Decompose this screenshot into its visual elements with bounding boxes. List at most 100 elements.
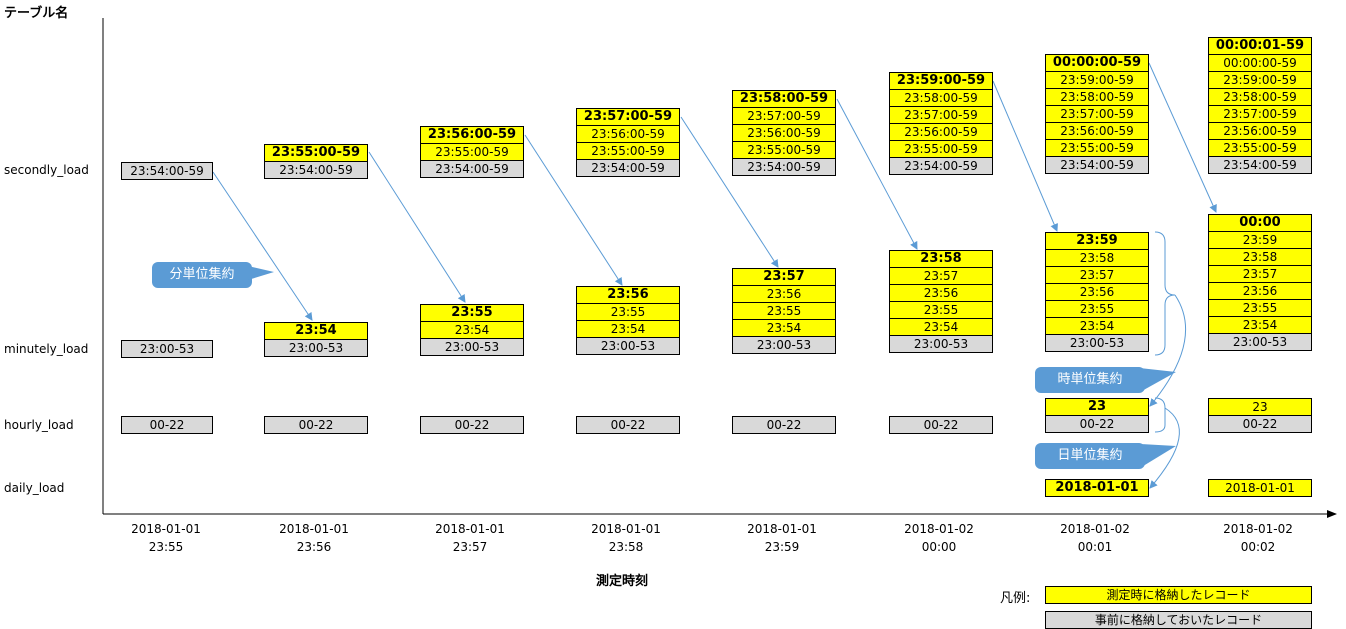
record-box: 23:54:00-59	[576, 159, 680, 177]
record-box: 23:54	[889, 318, 993, 336]
arrow-4	[680, 116, 779, 268]
record-box: 23:59	[1045, 232, 1149, 250]
record-box: 23:54:00-59	[1045, 156, 1149, 174]
column-5-secondly: 23:58:00-59 23:57:00-59 23:56:00-59 23:5…	[732, 90, 836, 176]
record-box: 23:55	[1045, 300, 1149, 318]
record-box: 23:55:00-59	[264, 144, 368, 162]
column-7-hourly: 23 00-22	[1045, 398, 1149, 433]
record-box: 23:59	[1208, 231, 1312, 249]
record-box: 23:00-53	[264, 339, 368, 357]
column-4-hourly: 00-22	[576, 416, 680, 434]
record-box: 23:56	[576, 286, 680, 304]
record-box: 00-22	[121, 416, 213, 434]
record-box: 23:54:00-59	[732, 158, 836, 176]
record-box: 23:56:00-59	[420, 126, 524, 144]
record-box: 23:57:00-59	[1045, 105, 1149, 123]
record-box: 23:54:00-59	[420, 160, 524, 178]
column-4-secondly: 23:57:00-59 23:56:00-59 23:55:00-59 23:5…	[576, 108, 680, 177]
record-box: 23:55	[1208, 299, 1312, 317]
record-box: 23:54	[1208, 316, 1312, 334]
record-box: 00-22	[264, 416, 368, 434]
record-box: 00-22	[420, 416, 524, 434]
record-box: 2018-01-01	[1045, 479, 1149, 497]
column-8-daily: 2018-01-01	[1208, 479, 1312, 497]
record-box: 23	[1208, 398, 1312, 416]
column-8-minutely: 00:00 23:59 23:58 23:57 23:56 23:55 23:5…	[1208, 214, 1312, 351]
row-label-daily: daily_load	[4, 481, 65, 495]
record-box: 23:00-53	[1045, 334, 1149, 352]
legend-label: 凡例:	[1000, 591, 1031, 606]
record-box: 23:00-53	[889, 335, 993, 353]
callout-day-tail	[1140, 444, 1176, 468]
record-box: 23:55	[732, 302, 836, 320]
record-box: 23:57:00-59	[576, 108, 680, 126]
record-box: 23:00-53	[576, 337, 680, 355]
record-box: 23:55	[889, 301, 993, 319]
column-4-minutely: 23:56 23:55 23:54 23:00-53	[576, 286, 680, 355]
legend-stored-beforehand: 事前に格納しておいたレコード	[1045, 611, 1312, 629]
column-5-hourly: 00-22	[732, 416, 836, 434]
record-box: 00-22	[576, 416, 680, 434]
column-7-daily: 2018-01-01	[1045, 479, 1149, 497]
record-box: 23:00-53	[420, 338, 524, 356]
record-box: 23:00-53	[1208, 333, 1312, 351]
record-box: 23:54	[264, 322, 368, 340]
row-label-minutely: minutely_load	[4, 342, 89, 356]
record-box: 23:55	[420, 304, 524, 322]
record-box: 23:54	[1045, 317, 1149, 335]
record-box: 23:54	[420, 321, 524, 339]
record-box: 23:55:00-59	[576, 142, 680, 160]
record-box: 23:54:00-59	[1208, 156, 1312, 174]
record-box: 23:55:00-59	[1045, 139, 1149, 157]
record-box: 23:58	[1045, 249, 1149, 267]
record-box: 23:58:00-59	[1045, 88, 1149, 106]
record-box: 23:54:00-59	[889, 157, 993, 175]
arrow-5	[836, 98, 918, 250]
record-box: 23:56	[732, 285, 836, 303]
record-box: 23:55:00-59	[732, 141, 836, 159]
arrow-2	[368, 151, 466, 303]
column-2-secondly: 23:55:00-59 23:54:00-59	[264, 144, 368, 179]
record-box: 23:58	[889, 250, 993, 268]
column-8-hourly: 23 00-22	[1208, 398, 1312, 433]
record-box: 23:59:00-59	[889, 72, 993, 90]
column-1-minutely: 23:00-53	[121, 340, 213, 358]
record-box: 23:56:00-59	[889, 123, 993, 141]
record-box: 23:57:00-59	[889, 106, 993, 124]
column-6-secondly: 23:59:00-59 23:58:00-59 23:57:00-59 23:5…	[889, 72, 993, 175]
column-1-hourly: 00-22	[121, 416, 213, 434]
column-3-secondly: 23:56:00-59 23:55:00-59 23:54:00-59	[420, 126, 524, 178]
record-box: 23:56	[889, 284, 993, 302]
record-box: 23:56:00-59	[576, 125, 680, 143]
column-1-secondly: 23:54:00-59	[121, 162, 213, 180]
record-box: 00:00:01-59	[1208, 37, 1312, 55]
record-box: 23:54	[732, 319, 836, 337]
aggregation-arrows	[212, 62, 1217, 489]
column-2-hourly: 00-22	[264, 416, 368, 434]
record-box: 00:00:00-59	[1045, 54, 1149, 72]
record-box: 23:59:00-59	[1045, 71, 1149, 89]
record-box: 23:56	[1045, 283, 1149, 301]
record-box: 23:54:00-59	[264, 161, 368, 179]
x-axis-title: 測定時刻	[596, 574, 649, 589]
arrow-hour-to-day	[1149, 407, 1180, 489]
callout-minute-tail	[248, 266, 274, 280]
record-box: 23:57	[1208, 265, 1312, 283]
callout-hour-aggregation: 時単位集約	[1035, 367, 1145, 393]
record-box: 23:57:00-59	[732, 107, 836, 125]
column-8-secondly: 00:00:01-59 00:00:00-59 23:59:00-59 23:5…	[1208, 37, 1312, 174]
record-box: 00:00	[1208, 214, 1312, 232]
row-label-hourly: hourly_load	[4, 418, 74, 432]
record-box: 23:55	[576, 303, 680, 321]
brace-minutely	[1154, 231, 1176, 356]
record-box: 00-22	[732, 416, 836, 434]
record-box: 23:54:00-59	[121, 162, 213, 180]
column-6-minutely: 23:58 23:57 23:56 23:55 23:54 23:00-53	[889, 250, 993, 353]
